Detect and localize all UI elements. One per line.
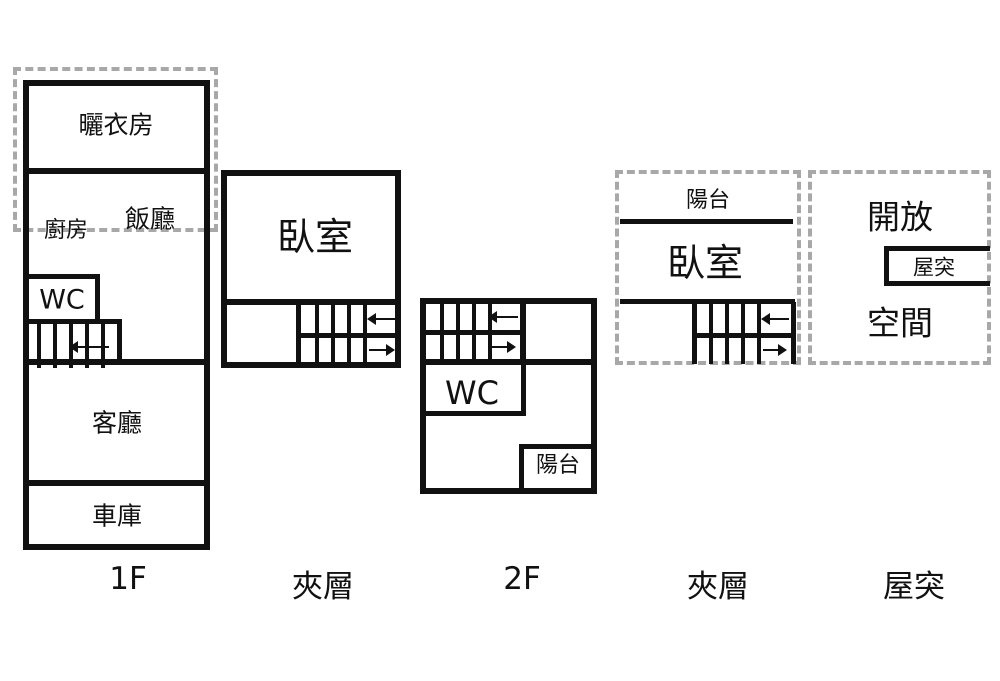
room-label: 陽台 (535, 453, 581, 478)
stair-arrow-left-icon (488, 311, 518, 323)
stair-arrow-left-icon (367, 313, 397, 325)
stair-arrow-right-icon (490, 341, 516, 353)
stair-arrow-left-icon (69, 341, 109, 353)
mezz2-balcony-wall (620, 219, 793, 224)
1f-wall-garage (23, 480, 210, 486)
floor-label-mezzanine-1: 夾層 (292, 569, 354, 605)
2f-stair-divider (520, 298, 526, 364)
room-label: 客廳 (91, 408, 143, 438)
mezz2-dashed-outline (615, 170, 801, 365)
floor-label-roof: 屋突 (883, 569, 945, 605)
mezz2-bedroom-wall (620, 299, 795, 304)
room-label: 飯廳 (124, 204, 176, 234)
1f-wall-living-top (23, 359, 210, 365)
mezz1-wall (221, 299, 401, 305)
2f-staircase (426, 304, 520, 360)
floor-label-1f: 1F (109, 561, 147, 597)
roof-structure-room (884, 246, 990, 286)
room-label: 屋突 (913, 255, 955, 280)
room-label: 曬衣房 (78, 110, 154, 140)
room-label: 臥室 (276, 215, 354, 259)
room-label: 廚房 (43, 218, 89, 243)
2f-wc-room (420, 359, 526, 416)
stair-arrow-right-icon (763, 344, 787, 356)
mezz1-staircase (296, 302, 401, 364)
mezz2-staircase (692, 302, 796, 364)
room-label: 車庫 (91, 501, 143, 531)
2f-balcony-room (519, 444, 597, 494)
stair-arrow-right-icon (369, 344, 395, 356)
room-label: 空間 (867, 303, 933, 343)
room-label: WC (445, 374, 499, 412)
floor-label-2f: 2F (503, 561, 541, 597)
roof-dashed-outline (808, 170, 991, 365)
room-label: 開放 (867, 197, 933, 237)
1f-dashed-outline (13, 67, 218, 232)
room-label: WC (39, 284, 85, 316)
stair-arrow-left-icon (761, 313, 789, 325)
mezz1-outline (221, 170, 401, 368)
1f-staircase (23, 319, 122, 368)
room-label: 臥室 (666, 241, 744, 285)
1f-wall-drying (23, 168, 210, 174)
floor-label-mezzanine-2: 夾層 (687, 569, 749, 605)
room-label: 陽台 (685, 188, 731, 213)
